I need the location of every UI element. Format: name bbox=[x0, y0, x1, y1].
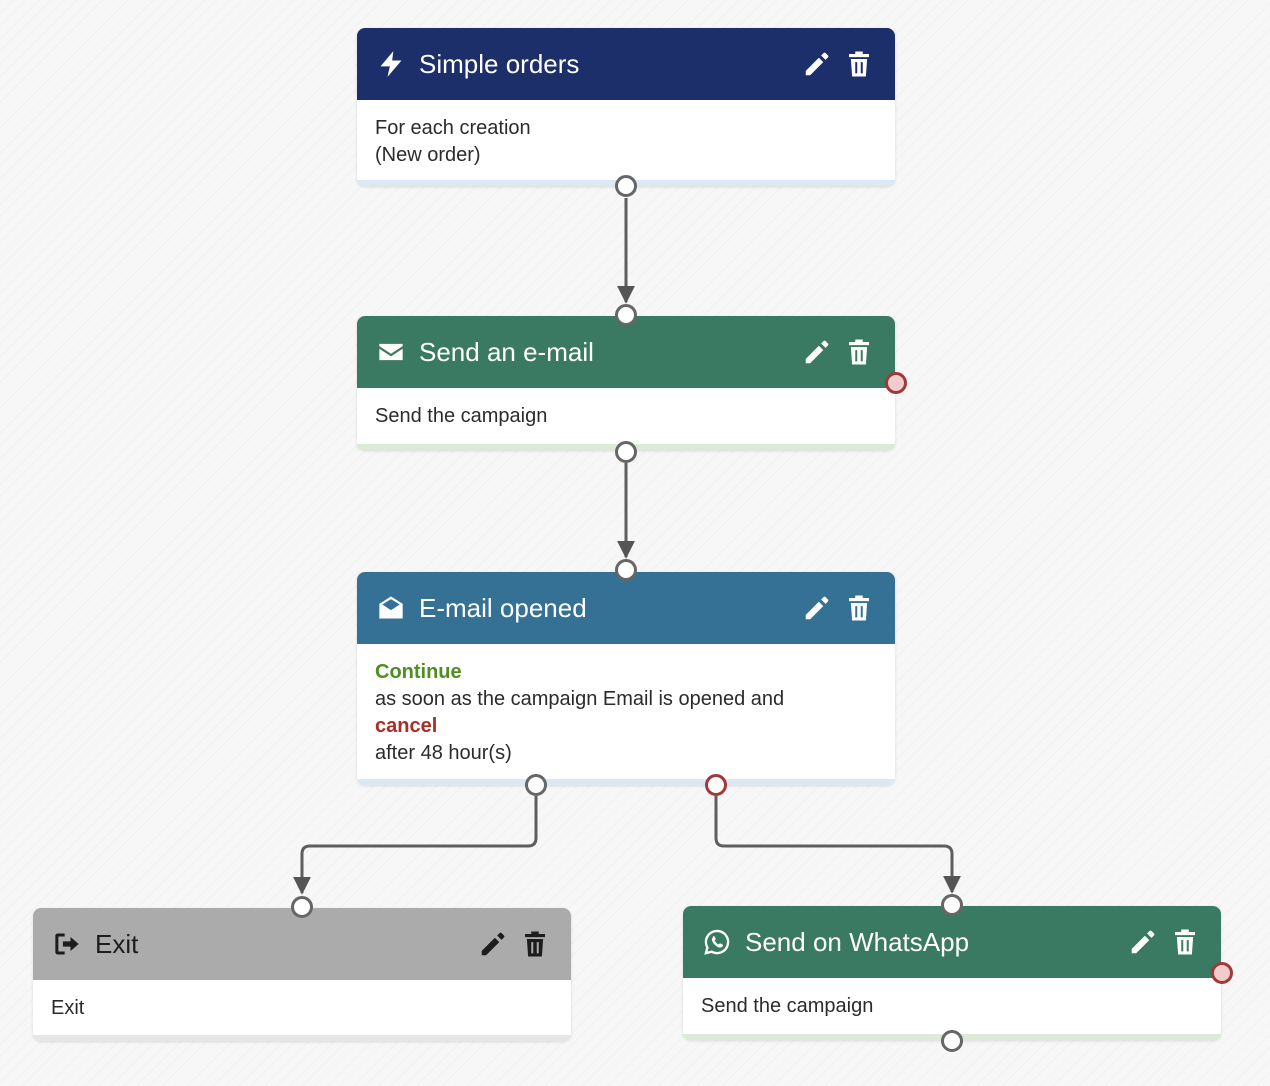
cancel-label: cancel bbox=[375, 715, 438, 737]
node-title: E-mail opened bbox=[419, 592, 587, 623]
pencil-icon bbox=[481, 932, 505, 956]
trash-icon bbox=[849, 51, 869, 77]
envelope-icon bbox=[377, 338, 405, 366]
input-port[interactable] bbox=[615, 559, 637, 581]
edit-button[interactable] bbox=[801, 48, 833, 80]
node-simple-orders[interactable]: Simple orders For each creation (New ord… bbox=[357, 28, 895, 197]
delete-button[interactable] bbox=[1169, 926, 1201, 958]
sign-out-icon bbox=[53, 930, 81, 958]
action-line: Send the campaign bbox=[701, 995, 874, 1017]
delete-button[interactable] bbox=[843, 592, 875, 624]
input-port[interactable] bbox=[615, 304, 637, 326]
delete-button[interactable] bbox=[843, 336, 875, 368]
error-port[interactable] bbox=[1211, 962, 1233, 984]
node-body: Continue as soon as the campaign Email i… bbox=[357, 644, 895, 781]
node-title: Exit bbox=[95, 928, 139, 959]
action-line: Exit bbox=[51, 997, 85, 1019]
node-exit[interactable]: Exit Exit bbox=[33, 896, 571, 1041]
node-title: Simple orders bbox=[419, 48, 580, 79]
delete-button[interactable] bbox=[519, 928, 551, 960]
edit-button[interactable] bbox=[1127, 926, 1159, 958]
pencil-icon bbox=[805, 596, 829, 620]
input-port[interactable] bbox=[941, 894, 963, 916]
pencil-icon bbox=[1131, 930, 1155, 954]
trash-icon bbox=[849, 339, 869, 365]
node-email-opened[interactable]: E-mail opened Continue as soon as the ca… bbox=[357, 559, 895, 796]
envelope-open-icon bbox=[377, 594, 405, 622]
edit-button[interactable] bbox=[801, 336, 833, 368]
bolt-icon bbox=[377, 50, 405, 78]
pencil-icon bbox=[805, 340, 829, 364]
node-send-email[interactable]: Send an e-mail Send the campaign bbox=[357, 304, 907, 463]
node-footer bbox=[33, 1035, 571, 1041]
output-port[interactable] bbox=[615, 175, 637, 197]
cancel-output-port[interactable] bbox=[705, 774, 727, 796]
node-title: Send an e-mail bbox=[419, 336, 594, 367]
error-port[interactable] bbox=[885, 372, 907, 394]
node-header: Exit bbox=[33, 908, 571, 980]
edit-button[interactable] bbox=[477, 928, 509, 960]
node-body: Exit bbox=[33, 980, 571, 1036]
node-footer bbox=[357, 779, 895, 785]
whatsapp-icon bbox=[703, 928, 731, 956]
trash-icon bbox=[849, 595, 869, 621]
trash-icon bbox=[525, 931, 545, 957]
continue-output-port[interactable] bbox=[525, 774, 547, 796]
delete-button[interactable] bbox=[843, 48, 875, 80]
node-send-whatsapp[interactable]: Send on WhatsApp Send the campaign bbox=[683, 894, 1233, 1052]
node-body: For each creation (New order) bbox=[357, 100, 895, 183]
node-header: Send an e-mail bbox=[357, 316, 895, 388]
action-line: Send the campaign bbox=[375, 405, 548, 427]
continue-label: Continue bbox=[375, 661, 462, 683]
edit-button[interactable] bbox=[801, 592, 833, 624]
input-port[interactable] bbox=[291, 896, 313, 918]
node-header: E-mail opened bbox=[357, 572, 895, 644]
trigger-line: (New order) bbox=[375, 144, 481, 166]
node-header: Simple orders bbox=[357, 28, 895, 100]
condition-text: as soon as the campaign Email is opened … bbox=[375, 688, 785, 710]
node-header: Send on WhatsApp bbox=[683, 906, 1221, 978]
trigger-line: For each creation bbox=[375, 117, 531, 139]
trash-icon bbox=[1175, 929, 1195, 955]
pencil-icon bbox=[805, 52, 829, 76]
node-title: Send on WhatsApp bbox=[745, 926, 970, 957]
output-port[interactable] bbox=[615, 441, 637, 463]
output-port[interactable] bbox=[941, 1030, 963, 1052]
timeout-text: after 48 hour(s) bbox=[375, 742, 512, 764]
node-body: Send the campaign bbox=[683, 978, 1221, 1034]
node-body: Send the campaign bbox=[357, 388, 895, 444]
connector-opened-to-exit bbox=[293, 796, 538, 895]
connector-opened-to-whatsapp bbox=[714, 796, 961, 894]
